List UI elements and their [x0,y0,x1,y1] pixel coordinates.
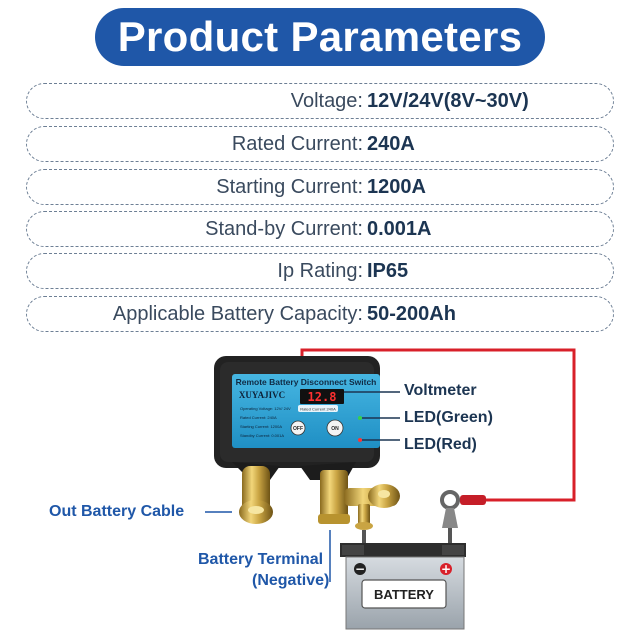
callout-battery-terminal-negative: (Negative) [252,572,330,589]
battery-minus-icon [354,563,366,575]
callout-out-battery-cable: Out Battery Cable [49,503,185,520]
param-label: Stand-by Current: [205,217,363,240]
param-row-standby-current: Stand-by Current: 0.001A [26,211,614,247]
battery-label: BATTERY [374,587,434,602]
param-label: Voltage: [290,89,363,112]
device-spec-3: Standby Current: 0.001A [240,433,284,438]
param-value: 50-200Ah [367,302,456,325]
callout-battery-terminal: Battery Terminal [198,551,324,568]
off-button-label: OFF [293,426,303,432]
red-wire-sleeve [460,495,486,505]
voltmeter-display [300,389,344,404]
led-green-icon [358,416,362,420]
param-value: IP65 [367,259,409,282]
battery-clamp-icon [318,470,400,546]
param-row-battery-capacity: Applicable Battery Capacity: 50-200Ah [26,296,614,332]
ring-lug-icon [440,490,460,528]
on-button [326,419,344,437]
callout-voltmeter: Voltmeter [404,382,477,399]
param-label: Starting Current: [216,175,363,198]
param-value: 0.001A [367,217,432,240]
battery-icon: − + BATTERY [340,543,466,630]
rated-badge: Rated Current 240A [300,407,336,412]
param-row-voltage: Voltage: 12V/24V(8V~30V) [26,83,614,119]
device-spec-0: Operating Voltage: 12V/ 24V [240,406,291,411]
device-spec-1: Rated Current: 240A [240,415,277,420]
led-red-icon [358,438,362,442]
param-value: 12V/24V(8V~30V) [367,89,529,112]
on-button-label: ON [331,426,339,432]
device-brand: XUYAJIVC [239,390,285,400]
callout-led-green: LED(Green) [404,409,493,426]
callout-led-red: LED(Red) [404,436,477,453]
voltmeter-reading: 12.8 [308,390,337,404]
battery-plus-icon [440,563,452,575]
disconnect-switch-device: Remote Battery Disconnect Switch XUYAJIV… [214,356,380,480]
device-panel-title: Remote Battery Disconnect Switch [236,377,377,387]
param-row-ip-rating: Ip Rating: IP65 [26,253,614,289]
device-spec-2: Starting Current: 1200A [240,424,282,429]
battery-plus: + [441,562,451,576]
page-title: Product Parameters [95,8,545,66]
off-button [290,420,306,436]
param-value: 1200A [367,175,426,198]
battery-minus: − [355,562,365,576]
param-row-starting-current: Starting Current: 1200A [26,169,614,205]
out-cable-terminal-icon [239,466,273,524]
param-value: 240A [367,132,415,155]
param-row-rated-current: Rated Current: 240A [26,126,614,162]
param-label: Applicable Battery Capacity: [112,302,363,325]
param-label: Ip Rating: [277,259,363,282]
param-label: Rated Current: [231,132,363,155]
